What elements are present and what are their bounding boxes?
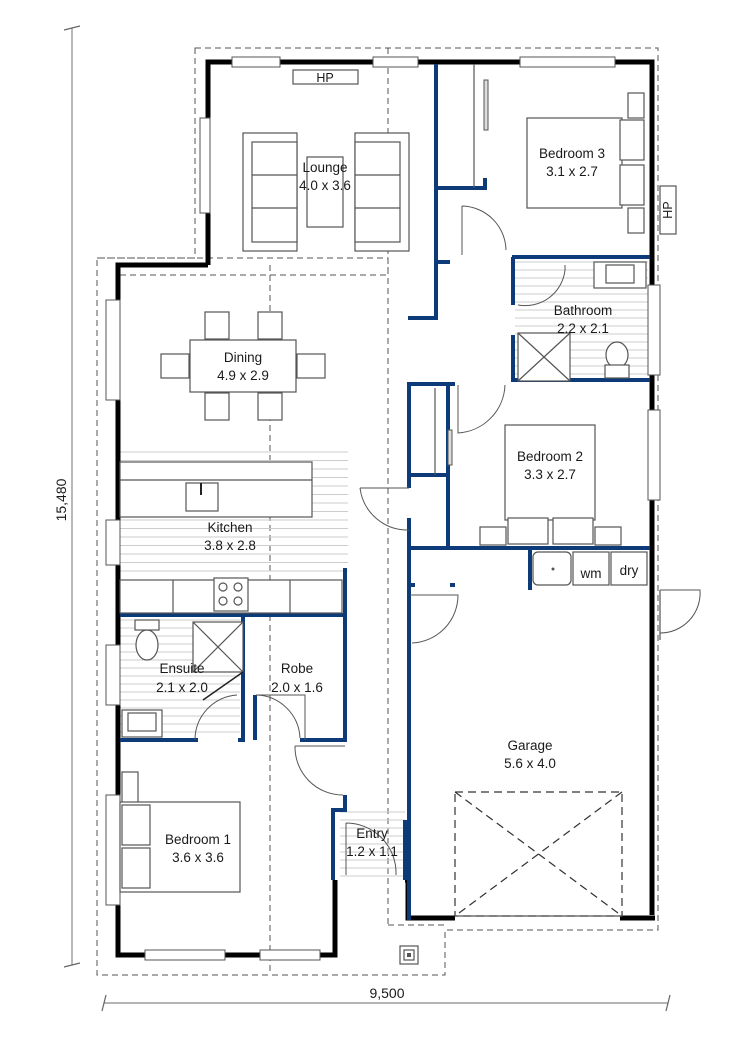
room-size-entry: 1.2 x 1.1 — [346, 844, 398, 859]
room-size-lounge: 4.0 x 3.6 — [299, 178, 351, 193]
room-size-ensuite: 2.1 x 2.0 — [156, 680, 208, 695]
meter-box — [399, 945, 419, 965]
room-name-garage: Garage — [507, 738, 552, 753]
room-name-ensuite: Ensuite — [159, 661, 204, 676]
room-name-lounge: Lounge — [302, 160, 347, 175]
ensuite-fixtures — [121, 619, 244, 741]
lounge-sofa-right — [354, 132, 410, 252]
bedroom2-door — [457, 384, 506, 434]
heat-pump-lounge — [292, 69, 359, 85]
robe-door — [255, 694, 306, 740]
interior-walls — [120, 64, 650, 920]
bedroom2-bed — [479, 424, 622, 546]
dimension-width: 9,500 — [101, 985, 671, 1012]
room-size-dining: 4.9 x 2.9 — [217, 368, 269, 383]
room-size-robe: 2.0 x 1.6 — [271, 680, 323, 695]
coffee-table — [306, 156, 344, 228]
kitchen-island — [119, 461, 313, 518]
entry-door — [345, 822, 397, 876]
exterior-laundry-door — [659, 589, 701, 634]
room-size-garage: 5.6 x 4.0 — [504, 756, 556, 771]
room-name-dining: Dining — [224, 350, 262, 365]
kitchen-bench — [119, 577, 343, 614]
bedroom3-bed — [526, 92, 645, 234]
robe2-sliding-door — [447, 429, 453, 466]
bedroom1-bed — [119, 771, 241, 893]
laundry-door — [410, 594, 459, 644]
room-name-bathroom: Bathroom — [554, 303, 613, 318]
windows — [105, 56, 661, 961]
heat-pump-bedroom3-label: HP — [661, 201, 675, 218]
depth-label: 15,480 — [53, 478, 69, 521]
linen-door — [359, 487, 410, 531]
washing-machine-label: wm — [580, 566, 602, 581]
heat-pump-bedroom3 — [659, 185, 677, 235]
room-name-bedroom2: Bedroom 2 — [517, 449, 583, 464]
heat-pump-lounge-label: HP — [316, 71, 333, 85]
room-size-bedroom3: 3.1 x 2.7 — [546, 164, 598, 179]
robe3-sliding-door — [483, 79, 489, 131]
room-size-bedroom2: 3.3 x 2.7 — [524, 467, 576, 482]
dryer-label: dry — [620, 563, 639, 578]
lounge-sofa-left — [242, 132, 298, 252]
room-labels: Lounge 4.0 x 3.6 Bedroom 3 3.1 x 2.7 Din… — [156, 146, 612, 865]
laundry — [532, 551, 648, 586]
room-size-kitchen: 3.8 x 2.8 — [204, 538, 256, 553]
room-name-entry: Entry — [356, 826, 388, 841]
dining-table — [160, 311, 326, 421]
room-name-bedroom1: Bedroom 1 — [165, 832, 231, 847]
bedroom1-door — [294, 745, 345, 796]
garage-door — [454, 791, 623, 917]
room-name-robe: Robe — [281, 661, 313, 676]
dimension-depth: 15,480 — [53, 25, 81, 968]
bathroom-fixtures — [517, 261, 647, 382]
room-name-kitchen: Kitchen — [207, 520, 252, 535]
bedroom3-door — [461, 205, 507, 255]
room-size-bedroom1: 3.6 x 3.6 — [172, 850, 224, 865]
room-size-bathroom: 2.2 x 2.1 — [557, 321, 609, 336]
width-label: 9,500 — [369, 985, 404, 1001]
room-name-bedroom3: Bedroom 3 — [539, 146, 605, 161]
roofline-outline — [96, 47, 659, 976]
